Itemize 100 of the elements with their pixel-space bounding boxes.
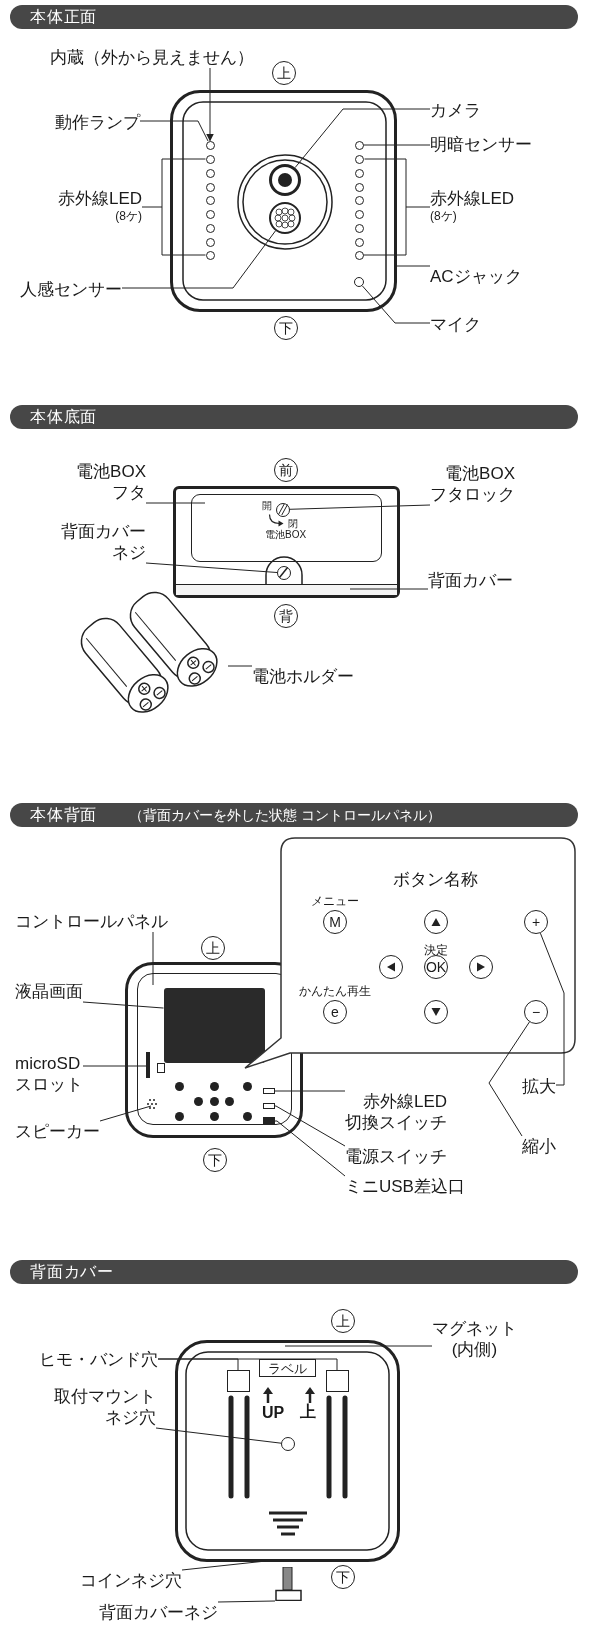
usb-port (262, 1116, 275, 1124)
led-switch (262, 1087, 275, 1094)
microsd-slot (145, 1051, 150, 1078)
camera-lens (269, 164, 301, 196)
callout-label: 背面カバー (61, 521, 146, 542)
button-caption: かんたん再生 (299, 984, 371, 998)
battery-box-body (173, 486, 400, 598)
light-sensor (354, 140, 364, 150)
callout-label: 赤外線LED (430, 188, 515, 209)
callout-label: 背面カバー (428, 570, 513, 591)
callout-label: (8ケ) (430, 209, 457, 224)
section-title: 本体底面 (30, 407, 98, 427)
callout-label: 取付マウント (54, 1386, 156, 1407)
lcd-screen (163, 987, 265, 1063)
callout-label: 赤外線LED (57, 188, 142, 209)
leader-line (157, 1358, 338, 1372)
callout-label: (8ケ) (115, 209, 142, 224)
leader-line (274, 1120, 346, 1177)
orientation-mark: 下 (203, 1148, 227, 1172)
callout-label: コントロールパネル (15, 911, 168, 932)
callout-label: ネジ穴 (105, 1407, 156, 1428)
callout-label: 電源スイッチ (345, 1146, 447, 1167)
callout-label: フタ (112, 482, 146, 503)
infrared-led-column (354, 154, 364, 260)
leader-line (227, 665, 253, 667)
battery-lid (191, 494, 382, 562)
orientation-mark: 下 (331, 1565, 355, 1589)
callout-label: スロット (15, 1074, 83, 1095)
orientation-mark: 背 (274, 604, 298, 628)
leader-line (99, 1105, 152, 1122)
orientation-mark: 上 (272, 61, 296, 85)
section-header-bar (10, 405, 578, 429)
callout-label: マグネット (432, 1318, 517, 1339)
callout-label: 電池BOX (76, 461, 146, 482)
power-switch (262, 1102, 275, 1109)
leader-line (206, 67, 214, 142)
orientation-mark: 前 (274, 458, 298, 482)
callout-label: 内蔵（外から見えません） (50, 47, 254, 68)
callout-label: 電池ホルダー (252, 666, 354, 687)
leader-line (82, 1001, 164, 1009)
leader-line (152, 931, 154, 986)
lock-screw (275, 502, 290, 517)
section-header-bar (10, 5, 578, 29)
back-cover-strip (176, 584, 397, 595)
leader-line (217, 1600, 276, 1603)
section-header-bar (10, 803, 578, 827)
orientation-mark: 下 (274, 316, 298, 340)
camera-body (170, 90, 397, 312)
leader-line (274, 1090, 346, 1092)
lid-marking: 閉 (288, 519, 298, 529)
section-title: 本体正面 (30, 7, 98, 27)
callout-label: ミニUSB差込口 (345, 1176, 465, 1197)
leader-line (121, 230, 276, 289)
callout-label: 背面カバーネジ (99, 1602, 218, 1623)
direction-label: UP (262, 1405, 285, 1421)
callout-label: フタロック (430, 484, 515, 505)
callout-label: 動作ランプ (55, 112, 140, 133)
leader-line (363, 144, 431, 146)
callout-label: コインネジ穴 (80, 1570, 182, 1591)
button-caption: メニュー (311, 894, 359, 908)
speaker-grille (145, 1097, 158, 1110)
leader-line (294, 108, 431, 169)
leader-line (349, 588, 429, 590)
orientation-mark: 上 (331, 1309, 355, 1333)
callout-label: 液晶画面 (15, 981, 83, 1002)
status-lamp (205, 140, 215, 150)
callout-label: ヒモ・バンド穴 (39, 1349, 158, 1370)
lid-marking: 開 (262, 501, 272, 511)
section-title: 本体背面 (30, 805, 98, 825)
callout-label: 縮小 (522, 1136, 556, 1157)
callout-label: microSD (15, 1053, 81, 1074)
leader-line (363, 158, 431, 256)
leader-line (145, 502, 206, 504)
callout-label: 切換スイッチ (345, 1112, 447, 1133)
strap-hole (227, 1370, 250, 1392)
callout-label: ネジ (112, 542, 146, 563)
section-header-bar (10, 1260, 578, 1284)
leader-line (82, 1065, 148, 1067)
callout-label: マイク (430, 314, 481, 335)
leader-line (396, 265, 431, 267)
mount-hole (281, 1437, 295, 1451)
leader-line (141, 158, 206, 256)
leader-line (289, 504, 431, 510)
motion-sensor (269, 202, 301, 234)
thumb-screw (275, 1567, 302, 1601)
strap-hole (326, 1370, 349, 1392)
panel-heading: ボタン名称 (392, 869, 478, 891)
control-panel-face (137, 973, 292, 1125)
callout-label: 明暗センサー (430, 134, 532, 155)
leader-line (284, 1345, 433, 1347)
lid-marking: 電池BOX (265, 530, 307, 540)
leader-line (139, 120, 209, 142)
callout-label: 電池BOX (445, 463, 515, 484)
callout-label: 人感センサー (20, 279, 122, 300)
orientation-mark: 上 (201, 936, 225, 960)
callout-label: 拡大 (522, 1076, 556, 1097)
microphone (354, 277, 364, 287)
direction-label: 上 (300, 1404, 316, 1420)
button-caption: 決定 (424, 943, 448, 957)
back-cover-body (175, 1340, 400, 1562)
